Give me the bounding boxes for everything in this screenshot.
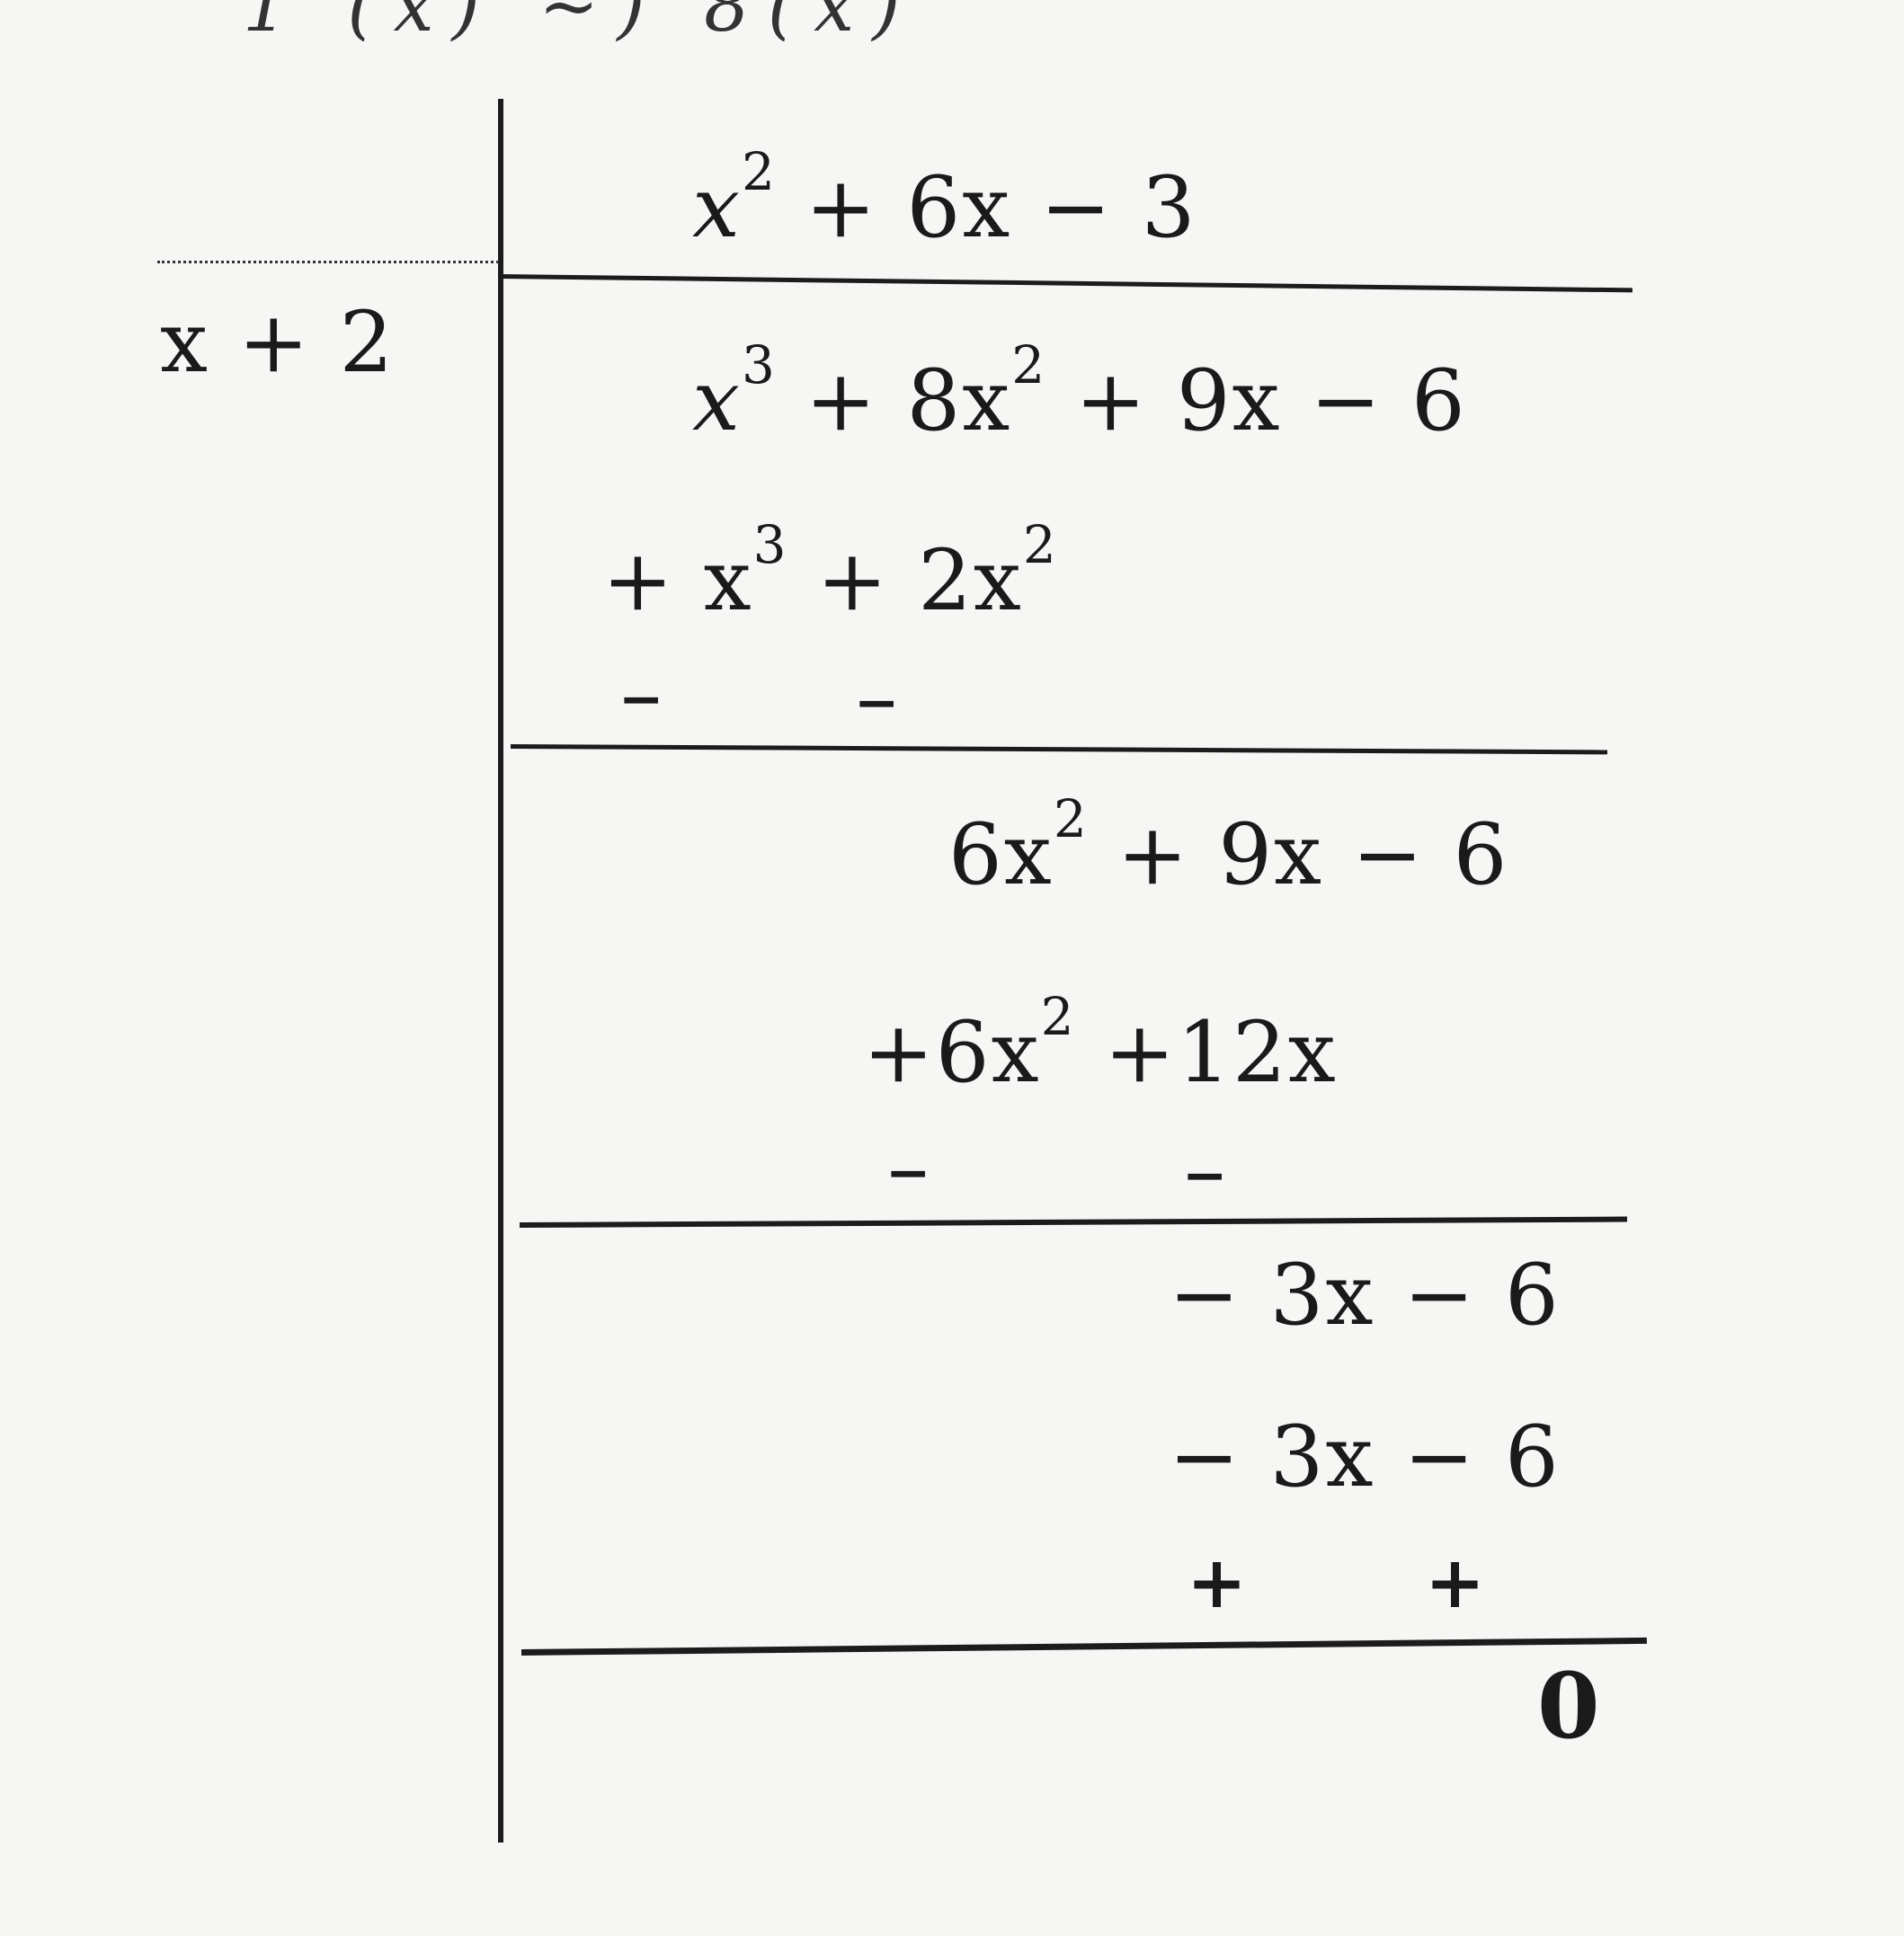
step2-exponent: 2	[1040, 985, 1076, 1047]
remainder-1: 6x2 + 9x − 6	[948, 793, 1508, 898]
divisor: x + 2	[160, 294, 396, 392]
subtraction-line-3	[520, 1637, 1647, 1656]
step1-sign-2: −	[854, 671, 900, 734]
step2-sign-2: −	[1182, 1144, 1228, 1207]
step1-term-1: + x	[602, 532, 753, 630]
step1-term-2: + 2x	[787, 532, 1023, 630]
quotient-rest: + 6x − 3	[776, 159, 1197, 257]
step1-exponent-2: 2	[1022, 513, 1058, 575]
remainder1-term-2: + 9x − 6	[1088, 806, 1509, 904]
final-remainder: 0	[1537, 1653, 1602, 1759]
subtraction-line-2	[519, 1216, 1627, 1228]
subtraction-step-1: + x3 + 2x2	[602, 519, 1058, 624]
subtraction-line-1	[510, 744, 1607, 755]
division-bracket-vertical	[498, 99, 503, 1843]
step3-sign-1: +	[1187, 1540, 1248, 1624]
quotient-term-1: x	[692, 159, 743, 257]
quotient-divider	[157, 261, 499, 266]
step1-sign-1: −	[618, 668, 664, 731]
step3-sign-2: +	[1425, 1540, 1486, 1624]
dividend: x3 + 8x2 + 9x − 6	[692, 339, 1467, 444]
quotient: x2 + 6x − 3	[692, 146, 1197, 251]
dividend-exponent-1: 3	[742, 333, 777, 395]
dividend-term-1: x	[692, 352, 743, 450]
remainder1-exponent: 2	[1053, 787, 1089, 849]
dividend-term-2: + 8x	[776, 352, 1012, 450]
step2-sign-1: −	[885, 1141, 931, 1204]
step2-term-2: +12x	[1075, 1004, 1338, 1102]
step1-exponent-1: 3	[752, 513, 788, 575]
step2-term-1: +6x	[863, 1004, 1041, 1102]
cropped-header-text: 1 (x) ~) 8(x)	[243, 0, 919, 48]
remainder1-term-1: 6x	[948, 806, 1054, 904]
quotient-exponent: 2	[742, 140, 777, 202]
subtraction-step-3: − 3x − 6	[1169, 1408, 1561, 1506]
division-bracket-top	[499, 274, 1633, 293]
subtraction-step-2: +6x2 +12x	[863, 990, 1338, 1096]
remainder-2: − 3x − 6	[1169, 1247, 1561, 1345]
dividend-exponent-2: 2	[1011, 333, 1047, 395]
dividend-term-3: + 9x − 6	[1046, 352, 1467, 450]
